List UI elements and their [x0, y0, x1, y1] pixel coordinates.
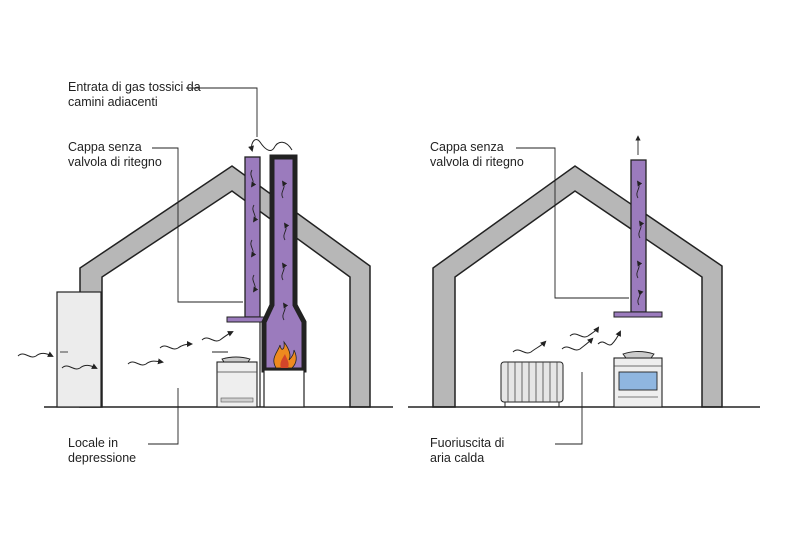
label-right-hood: Cappa senza valvola di ritegno: [430, 140, 524, 169]
label-toxic-gas-entry: Entrata di gas tossici da camini adiacen…: [68, 80, 201, 109]
left-chimney-arrows: [281, 180, 290, 321]
right-hood-plate: [613, 311, 663, 318]
left-house: [17, 87, 393, 445]
left-stove: [212, 351, 258, 408]
right-room-arrows: [512, 326, 621, 354]
toxic-gas-arrow: [248, 139, 293, 152]
right-oven: [613, 351, 663, 408]
left-duct-arrows: [250, 169, 259, 293]
label-hot-air-leak: Fuoriuscita di aria calda: [430, 436, 505, 465]
right-house: [408, 135, 760, 445]
left-door-panel: [56, 291, 102, 408]
label-left-hood: Cappa senza valvola di ritegno: [68, 140, 162, 169]
right-duct-arrows: [635, 135, 645, 306]
radiator-icon: [500, 361, 564, 407]
flame-icon: [273, 340, 297, 369]
right-leader-lines: [516, 147, 629, 445]
left-room-arrows: [17, 331, 234, 370]
left-leader-lines: [148, 87, 258, 445]
fireplace-hearth: [263, 369, 305, 408]
label-room-depression: Locale in depressione: [68, 436, 137, 465]
right-house-walls: [432, 165, 723, 408]
fireplace-chimney: [261, 154, 307, 373]
